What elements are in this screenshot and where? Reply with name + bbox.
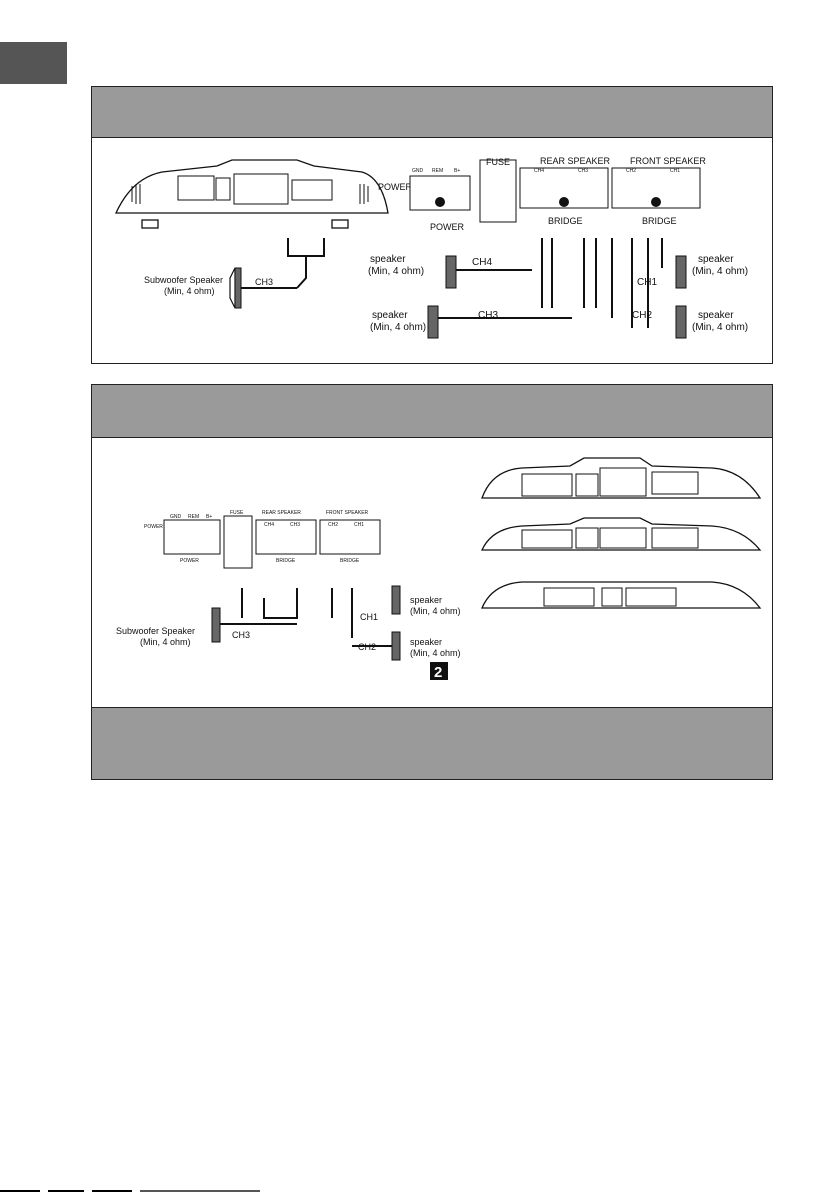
speaker-ch1-icon: [675, 255, 687, 289]
terminal-panel-large: POWER POWER FUSE REAR SPEAKER FRONT SPEA…: [378, 156, 706, 232]
speaker-ch4-icon: [445, 255, 532, 289]
bridge-label-rear: BRIDGE: [276, 558, 296, 564]
speaker-ch2-spec: (Min, 4 ohm): [410, 648, 461, 658]
rear-channel-ch3: CH3: [290, 522, 300, 528]
subwoofer-channel: CH3: [232, 630, 250, 640]
power-label: POWER: [430, 222, 465, 232]
speaker-ch1-label: speaker: [698, 254, 734, 265]
speaker-ch3-label: speaker: [372, 310, 408, 321]
amplifier-variant-1: [481, 457, 762, 499]
power-terminal-bplus: B+: [206, 514, 212, 520]
subwoofer-speaker-icon: [211, 607, 297, 643]
speaker-ch2-channel: CH2: [358, 642, 376, 652]
bridge-label-front: BRIDGE: [340, 558, 360, 564]
speaker-ch2-label: speaker: [410, 637, 442, 647]
wiring-diagram-2: POWER FUSE REAR SPEAKER FRONT SPEAKER PO…: [116, 457, 762, 681]
power-label: POWER: [180, 558, 199, 564]
front-speaker-label: FRONT SPEAKER: [326, 510, 369, 516]
terminal-panel-medium: POWER FUSE REAR SPEAKER FRONT SPEAKER PO…: [144, 510, 381, 569]
language-tab: [0, 42, 67, 84]
power-terminal-bplus: B+: [454, 168, 460, 174]
front-channel-ch1: CH1: [670, 168, 680, 174]
rear-channel-ch3: CH3: [578, 168, 588, 174]
speaker-ch3-icon: [427, 305, 572, 339]
speaker-ch1-channel: CH1: [360, 612, 378, 622]
rear-speaker-label: REAR SPEAKER: [262, 510, 301, 516]
speaker-ch2-label: speaker: [698, 310, 734, 321]
figure-badge-number: 2: [434, 664, 442, 681]
rear-speaker-label: REAR SPEAKER: [540, 156, 611, 166]
amplifier-variant-3: [481, 581, 762, 609]
power-terminal-gnd: GND: [412, 168, 424, 174]
subwoofer-spec: (Min, 4 ohm): [164, 286, 215, 296]
speaker-ch1-spec: (Min, 4 ohm): [410, 606, 461, 616]
front-channel-ch2: CH2: [626, 168, 636, 174]
speaker-ch3-spec: (Min, 4 ohm): [370, 322, 426, 333]
figure-badge: 2: [430, 662, 448, 681]
fuse-label: FUSE: [486, 157, 510, 167]
speaker-ch3-channel: CH3: [478, 310, 498, 321]
power-terminal-rem: REM: [432, 168, 443, 174]
amplifier-top-view: [114, 159, 389, 229]
panel-2-header: [92, 385, 772, 438]
panel-2-footer: [92, 707, 772, 779]
front-channel-ch1: CH1: [354, 522, 364, 528]
wiring-panel-2: POWER FUSE REAR SPEAKER FRONT SPEAKER PO…: [91, 384, 773, 780]
terminal-labels-large: GND REM B+ CH4 CH3 CH2 CH1: [412, 168, 680, 174]
bridge-label-rear: BRIDGE: [548, 216, 583, 226]
amplifier-variant-2: [480, 517, 762, 551]
speaker-ch1-icon: [391, 585, 401, 615]
front-channel-ch2: CH2: [328, 522, 338, 528]
subwoofer-channel: CH3: [255, 277, 273, 287]
rear-channel-ch4: CH4: [264, 522, 274, 528]
speaker-ch1-channel: CH1: [637, 277, 657, 288]
speaker-ch2-icon: [675, 305, 687, 339]
power-indicator: POWER: [144, 524, 163, 530]
speaker-ch2-icon: [352, 631, 401, 661]
wiring-panel-1: Subwoofer Speaker (Min, 4 ohm) CH3 POWER…: [91, 86, 773, 364]
speaker-ch4-label: speaker: [370, 254, 406, 265]
fuse-label: FUSE: [230, 510, 244, 516]
page-footer-strip: [0, 1186, 840, 1192]
speaker-ch2-spec: (Min, 4 ohm): [692, 322, 748, 333]
speaker-ch4-channel: CH4: [472, 257, 492, 268]
power-terminal-gnd: GND: [170, 514, 182, 520]
subwoofer-speaker-icon: [229, 267, 297, 309]
power-terminal-rem: REM: [188, 514, 199, 520]
speaker-ch4-spec: (Min, 4 ohm): [368, 266, 424, 277]
rear-channel-ch4: CH4: [534, 168, 544, 174]
power-indicator: POWER: [378, 182, 413, 192]
subwoofer-label: Subwoofer Speaker: [144, 275, 223, 285]
bridge-label-front: BRIDGE: [642, 216, 677, 226]
panel-1-header: [92, 87, 772, 138]
subwoofer-label: Subwoofer Speaker: [116, 626, 195, 636]
speaker-ch1-label: speaker: [410, 595, 442, 605]
subwoofer-spec: (Min, 4 ohm): [140, 637, 191, 647]
wiring-diagram-1: Subwoofer Speaker (Min, 4 ohm) CH3 POWER…: [114, 156, 748, 339]
front-speaker-label: FRONT SPEAKER: [630, 156, 706, 166]
speaker-ch1-spec: (Min, 4 ohm): [692, 266, 748, 277]
speaker-ch2-channel: CH2: [632, 310, 652, 321]
